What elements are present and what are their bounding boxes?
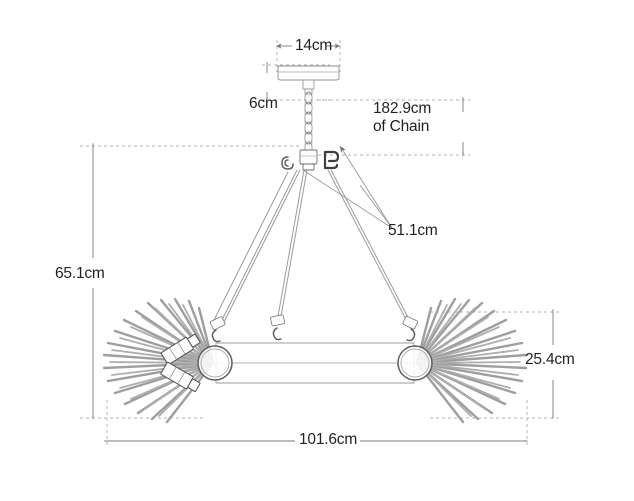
shade-height-label: 25.4cm: [525, 351, 575, 368]
canopy-stem: [302, 79, 315, 95]
cable-adjusters: [209, 314, 418, 331]
left-junction-hook: [281, 156, 294, 170]
cable-length-label: 51.1cm: [388, 222, 438, 239]
center-tube-bar: [215, 342, 415, 384]
cable-leader-lines: [302, 145, 393, 229]
chain-length-label: 182.9cm of Chain: [373, 100, 431, 136]
canopy-width-label: 14cm: [295, 37, 333, 54]
dimension-lines-group: [80, 40, 560, 448]
ceiling-canopy: [277, 65, 340, 81]
cable-junction-block: [299, 149, 318, 171]
suspension-chain: [304, 91, 313, 155]
canopy-height-label: 6cm: [249, 95, 278, 112]
chain-length-extensions: [318, 99, 470, 156]
chain-length-value: 182.9cm: [373, 100, 432, 117]
chain-length-caption: of Chain: [373, 117, 430, 135]
canopy-width-extensions: [276, 40, 341, 72]
overall-width-extensions: [106, 400, 528, 448]
shade-height-extensions: [430, 311, 560, 419]
right-junction-hook: [323, 150, 340, 170]
overall-height-extensions: [80, 145, 300, 419]
overall-height-label: 65.1cm: [55, 265, 105, 282]
left-mounting-ring: [197, 345, 233, 381]
suspension-cables: [212, 169, 413, 327]
cable-end-hooks: [211, 327, 416, 343]
right-mounting-ring: [397, 345, 433, 381]
overall-width-label: 101.6cm: [299, 431, 358, 448]
left-lamp-sockets: [160, 333, 201, 392]
